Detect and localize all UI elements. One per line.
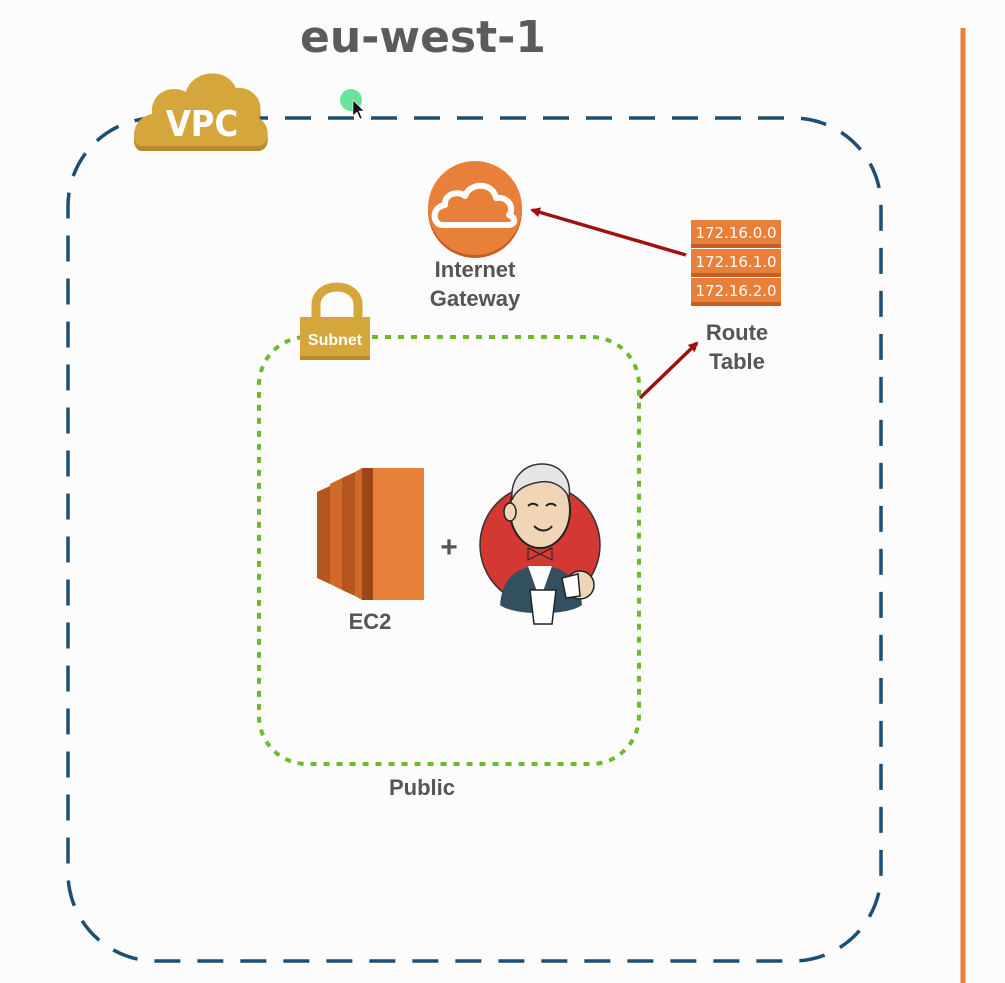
plus-sign: +: [440, 531, 458, 564]
route-entry-label: 172.16.0.0: [695, 224, 776, 242]
route-entry-label: 172.16.2.0: [695, 282, 776, 300]
subnet-public-label: Public: [389, 775, 455, 800]
subnet-to-route-arrow: [638, 341, 699, 400]
ec2-label: EC2: [349, 609, 392, 634]
internet-gateway-label-line1: Internet: [435, 257, 516, 282]
route-to-gateway-arrow: [530, 207, 687, 257]
route-table: 172.16.0.0 172.16.1.0 172.16.2.0 Route T…: [691, 220, 781, 374]
subnet-boundary: [257, 335, 641, 766]
region-title: eu-west-1: [300, 12, 546, 63]
subnet-lock-icon: Subnet: [300, 282, 370, 360]
route-table-label-line2: Table: [709, 349, 765, 374]
vpc-badge-label: VPC: [166, 104, 239, 145]
route-table-label-line1: Route: [706, 320, 768, 345]
route-entry-label: 172.16.1.0: [695, 253, 776, 271]
jenkins-icon: [479, 463, 601, 625]
cursor-indicator: [340, 89, 365, 120]
internet-gateway-icon: [428, 161, 522, 255]
route-entry: 172.16.2.0: [691, 278, 781, 306]
vpc-boundary: [66, 116, 883, 963]
internet-gateway: Internet Gateway: [428, 161, 522, 311]
subnet-badge-label: Subnet: [308, 332, 363, 349]
vpc-cloud-icon: VPC: [133, 73, 268, 151]
route-entry: 172.16.0.0: [691, 220, 781, 248]
route-entry: 172.16.1.0: [691, 249, 781, 277]
ec2-icon: EC2: [317, 468, 424, 634]
internet-gateway-label-line2: Gateway: [430, 286, 521, 311]
